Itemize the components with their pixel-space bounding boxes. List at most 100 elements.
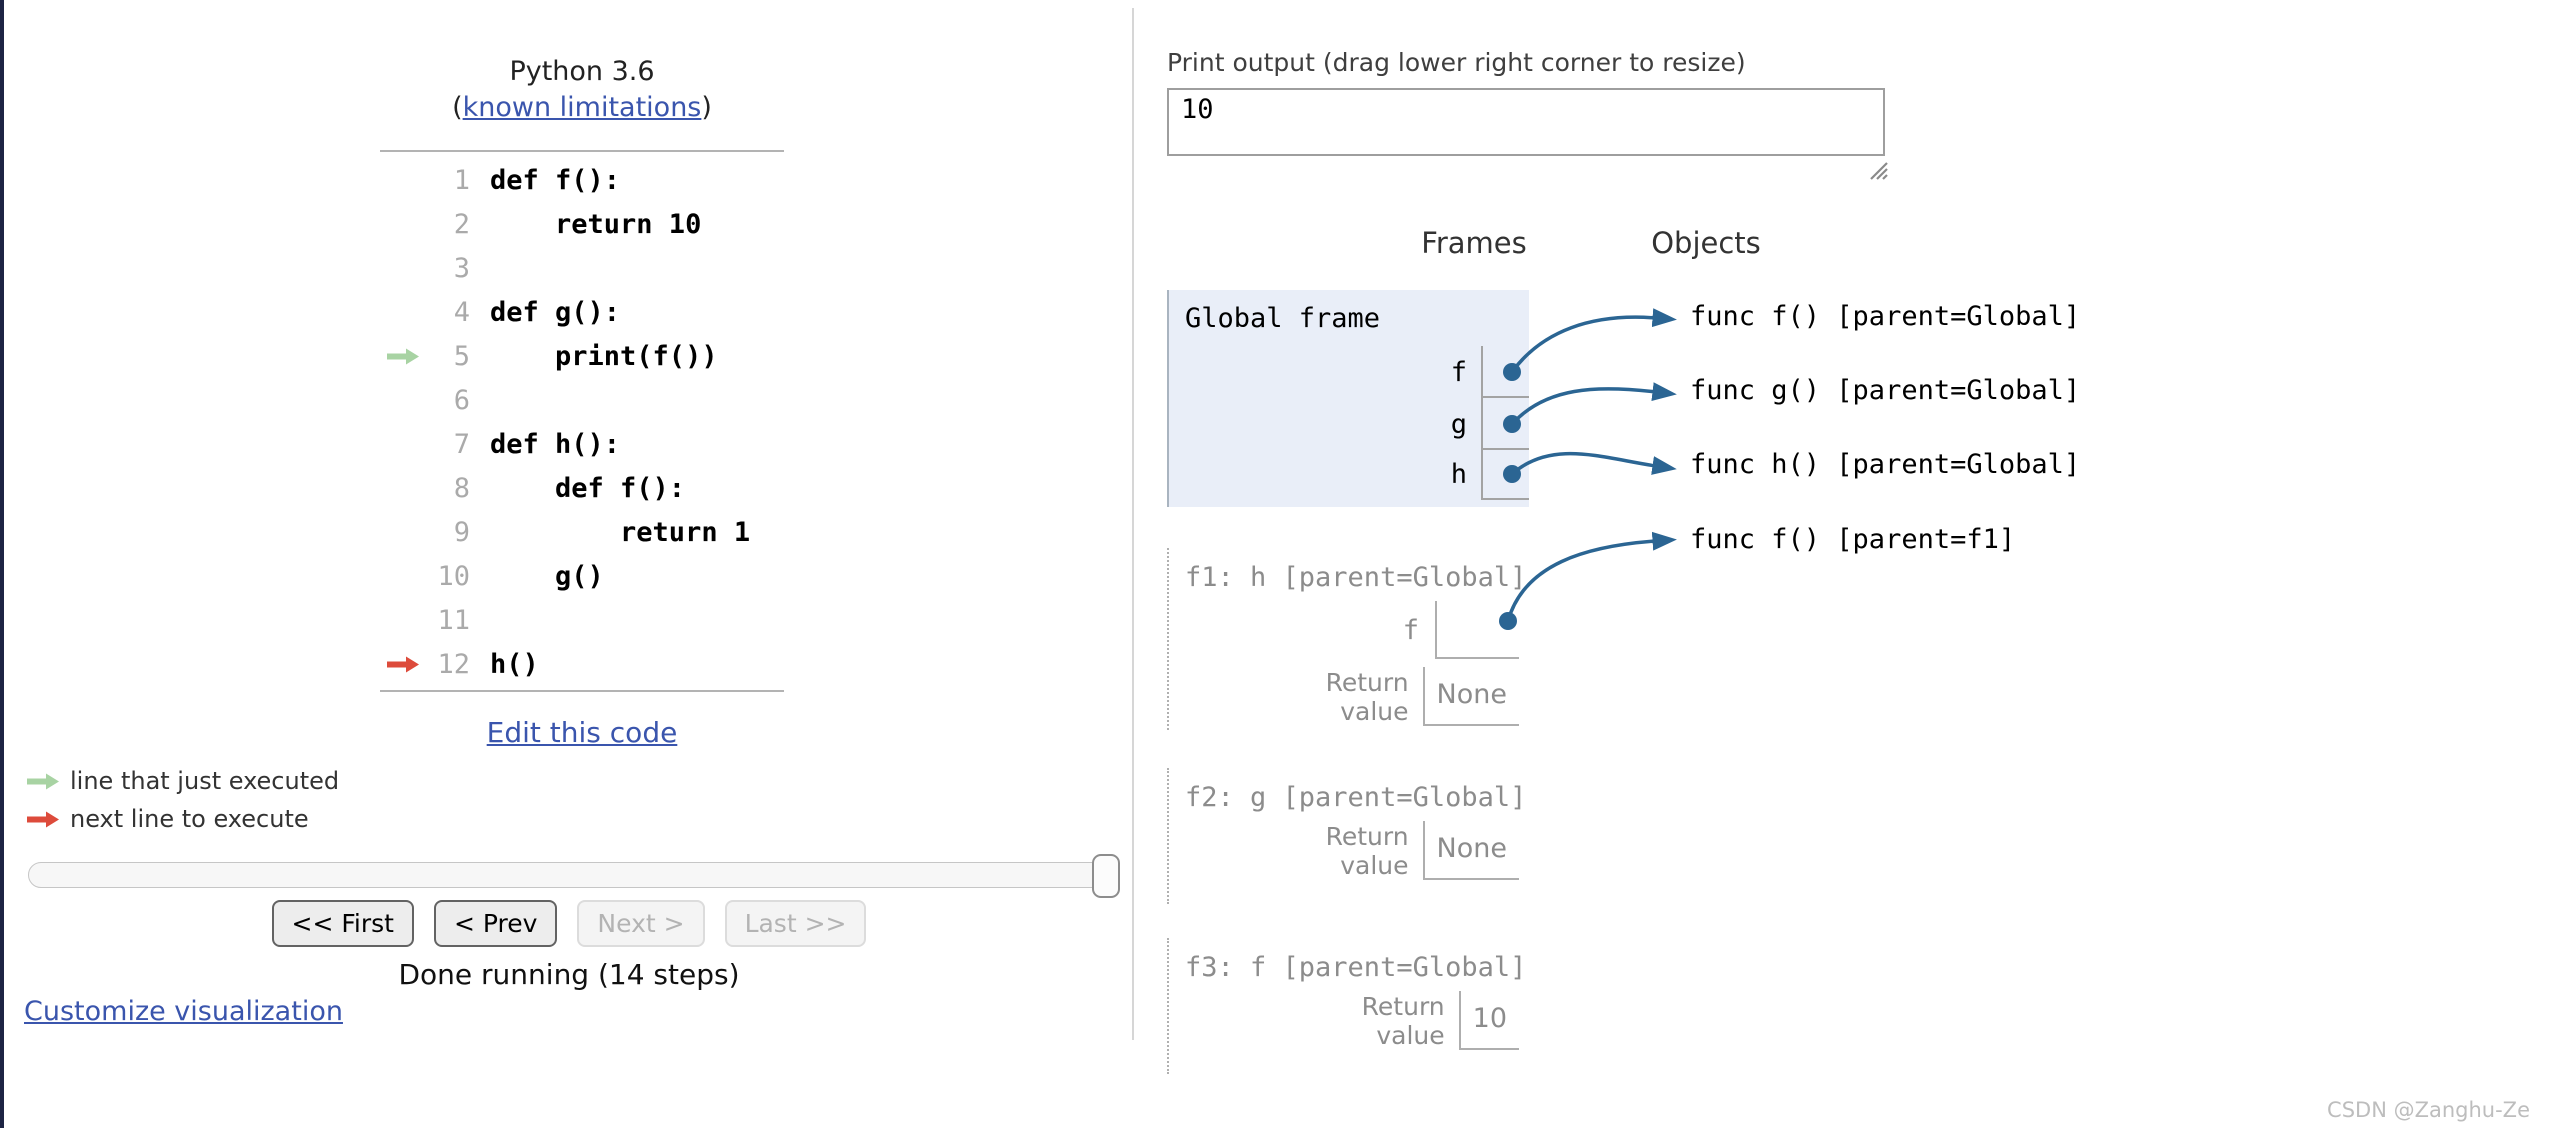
legend-label: next line to execute [70, 805, 309, 833]
first-button[interactable]: << First [271, 900, 414, 947]
known-limitations-line: (known limitations) [380, 90, 784, 126]
object-label: func f() [parent=Global] [1690, 301, 2081, 332]
object-label: func h() [parent=Global] [1690, 449, 2081, 480]
line-number: 4 [453, 296, 470, 328]
code-line: 11 [380, 598, 784, 642]
print-output-textarea[interactable]: 10 [1167, 88, 1885, 156]
code-line: 1 def f(): [380, 158, 784, 202]
code-line: 6 [380, 378, 784, 422]
slider-handle[interactable] [1092, 854, 1120, 898]
code-line: 10 g() [380, 554, 784, 598]
line-number: 12 [437, 648, 470, 680]
variable-row: g [1451, 398, 1529, 450]
code-text: def f(): [490, 472, 686, 504]
frames-header: Frames [1421, 226, 1527, 260]
frame-label: f1: h [parent=Global] [1185, 562, 1527, 593]
legend-item: next line to execute [26, 800, 339, 838]
arrow-legend: line that just executed next line to exe… [26, 762, 339, 838]
variable-cell [1481, 448, 1529, 500]
return-value-label: Return value [1361, 991, 1445, 1050]
object-label: func g() [parent=Global] [1690, 375, 2081, 406]
runtime-version-label: Python 3.6 [509, 56, 655, 87]
line-number: 3 [453, 252, 470, 284]
next-line-arrow-icon [387, 656, 419, 672]
object-label: func f() [parent=f1] [1690, 524, 2016, 555]
frame-label: Global frame [1185, 303, 1381, 334]
return-value-cell: None [1422, 667, 1519, 726]
code-line: 2 return 10 [380, 202, 784, 246]
return-value-row: Return value None [1169, 821, 1519, 880]
pointer-arrow-g-global [1510, 382, 1677, 426]
return-value-row: Return value 10 [1169, 991, 1519, 1050]
step-controls: << First < Prev Next > Last >> [4, 900, 1134, 947]
code-text: return 10 [490, 208, 702, 240]
stack-frame-f3: f3: f [parent=Global] Return value 10 [1167, 938, 1527, 1074]
line-number: 9 [453, 516, 470, 548]
code-line: 9 return 1 [380, 510, 784, 554]
code-text: def f(): [490, 164, 621, 196]
code-text: print(f()) [490, 340, 718, 372]
objects-header: Objects [1651, 226, 1761, 260]
pointer-arrow-f-global [1510, 308, 1677, 374]
return-value-cell: None [1422, 821, 1519, 880]
code-line: 8 def f(): [380, 466, 784, 510]
pointer-arrow-f-f1 [1506, 531, 1677, 622]
frame-label: f3: f [parent=Global] [1185, 952, 1527, 983]
resize-grip-icon[interactable] [1866, 158, 1890, 182]
code-text: g() [490, 560, 604, 592]
return-value-cell: 10 [1458, 991, 1519, 1050]
variable-cell [1481, 398, 1529, 450]
line-number: 11 [437, 604, 470, 636]
return-value-label: Return value [1325, 667, 1409, 726]
code-line: 3 [380, 246, 784, 290]
variable-row: f [1169, 601, 1519, 659]
code-line: 4 def g(): [380, 290, 784, 334]
print-output-label: Print output (drag lower right corner to… [1167, 48, 1746, 77]
known-limitations-link[interactable]: known limitations [462, 92, 702, 123]
next-button[interactable]: Next > [577, 900, 705, 947]
edit-code-link[interactable]: Edit this code [486, 716, 678, 749]
next-line-arrow-icon [27, 811, 59, 827]
variable-cell [1435, 601, 1519, 659]
stack-frame-f2: f2: g [parent=Global] Return value None [1167, 768, 1527, 904]
customize-visualization-link[interactable]: Customize visualization [24, 996, 343, 1027]
watermark: CSDN @Zanghu-Ze [2327, 1098, 2530, 1122]
pointer-arrow-h-global [1510, 451, 1677, 476]
just-executed-arrow-icon [27, 773, 59, 789]
code-text: h() [490, 648, 539, 680]
legend-item: line that just executed [26, 762, 339, 800]
edit-code-row: Edit this code [380, 716, 784, 749]
code-text: return 1 [490, 516, 751, 548]
variable-name: g [1450, 408, 1467, 440]
return-value-row: Return value None [1169, 667, 1519, 726]
frame-label: f2: g [parent=Global] [1185, 782, 1527, 813]
execution-slider[interactable] [28, 854, 1120, 898]
line-number: 1 [453, 164, 470, 196]
stack-frame-f1: f1: h [parent=Global] f Return value Non… [1167, 548, 1527, 730]
variable-cell [1481, 346, 1529, 398]
code-text: def h(): [490, 428, 621, 460]
paren-open: ( [452, 92, 463, 123]
global-frame: Global frame f g h [1167, 290, 1529, 507]
prev-button[interactable]: < Prev [433, 900, 558, 947]
paren-close: ) [701, 92, 712, 123]
line-number: 2 [453, 208, 470, 240]
line-number: 7 [453, 428, 470, 460]
return-value-label: Return value [1325, 821, 1409, 880]
variable-name: f [1450, 356, 1467, 388]
last-button[interactable]: Last >> [724, 900, 867, 947]
line-number: 10 [437, 560, 470, 592]
panel-divider [1132, 8, 1134, 1040]
language-header: Python 3.6 (known limitations) [380, 54, 784, 126]
variable-name: f [1402, 614, 1419, 646]
variable-name: h [1450, 458, 1467, 490]
line-number: 6 [453, 384, 470, 416]
line-number: 8 [453, 472, 470, 504]
code-text: def g(): [490, 296, 621, 328]
legend-label: line that just executed [70, 767, 340, 795]
code-line: 12 h() [380, 642, 784, 686]
just-executed-arrow-icon [387, 348, 419, 364]
status-text: Done running (14 steps) [398, 958, 740, 991]
